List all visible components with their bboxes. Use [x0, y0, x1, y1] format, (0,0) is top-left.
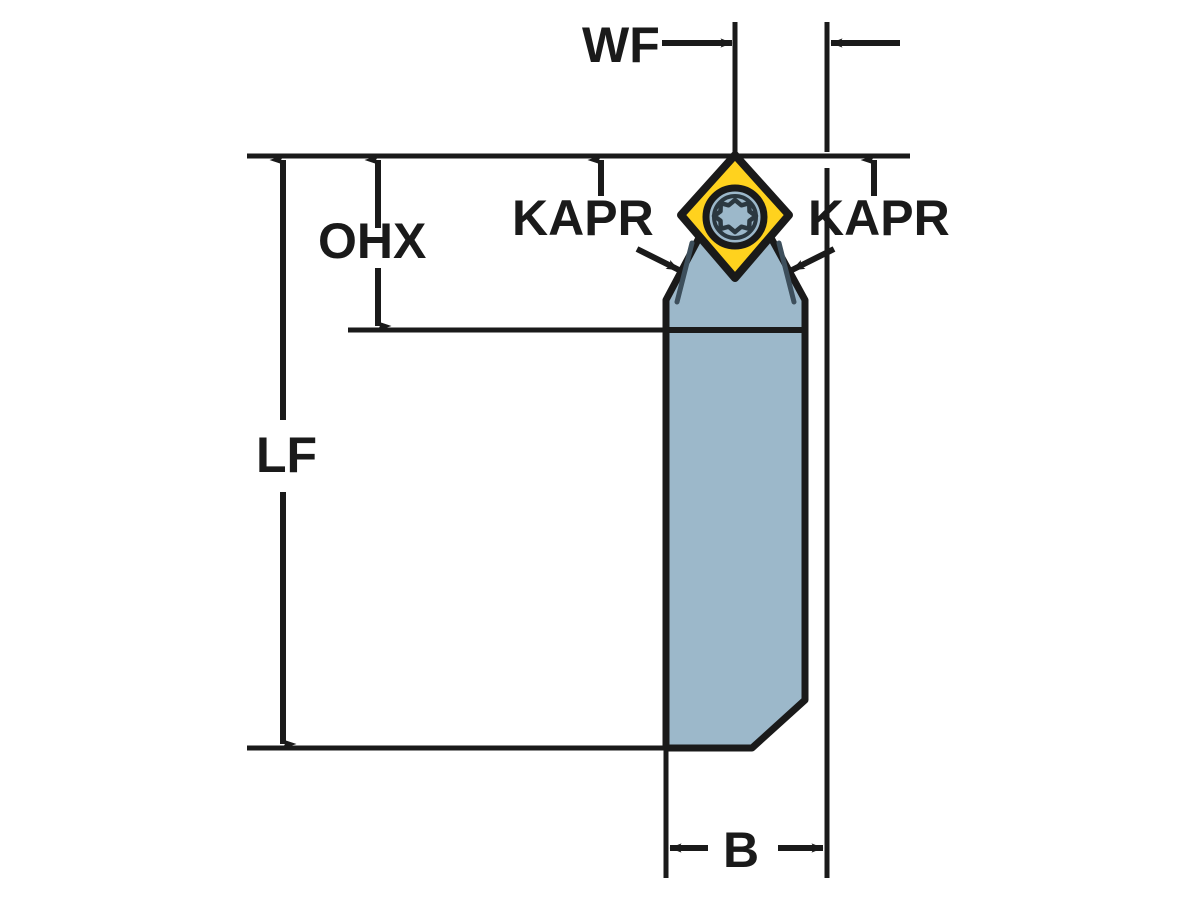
- dimension-lf: LF: [256, 155, 317, 749]
- torx-star-icon: [711, 197, 759, 235]
- dimension-kapr-left: KAPR: [512, 155, 681, 273]
- kapr-left-label: KAPR: [512, 190, 654, 246]
- kapr-left-edge-leader: [635, 246, 681, 273]
- kapr-right-edge-leader: [790, 246, 836, 273]
- lf-label: LF: [256, 427, 317, 483]
- dimension-wf: WF: [582, 17, 900, 73]
- head-right-seat-line: [776, 240, 797, 305]
- reference-lines-group: [247, 22, 910, 878]
- carbide-insert-group: [677, 151, 793, 282]
- head-left-seat-line: [674, 240, 695, 305]
- dimension-kapr-right: KAPR: [790, 155, 950, 273]
- kapr-right-label: KAPR: [808, 190, 950, 246]
- ohx-label: OHX: [318, 213, 426, 269]
- b-label: B: [723, 822, 759, 878]
- wf-label: WF: [582, 17, 660, 73]
- dimension-b: B: [669, 822, 824, 878]
- dimension-ohx: OHX: [318, 155, 426, 331]
